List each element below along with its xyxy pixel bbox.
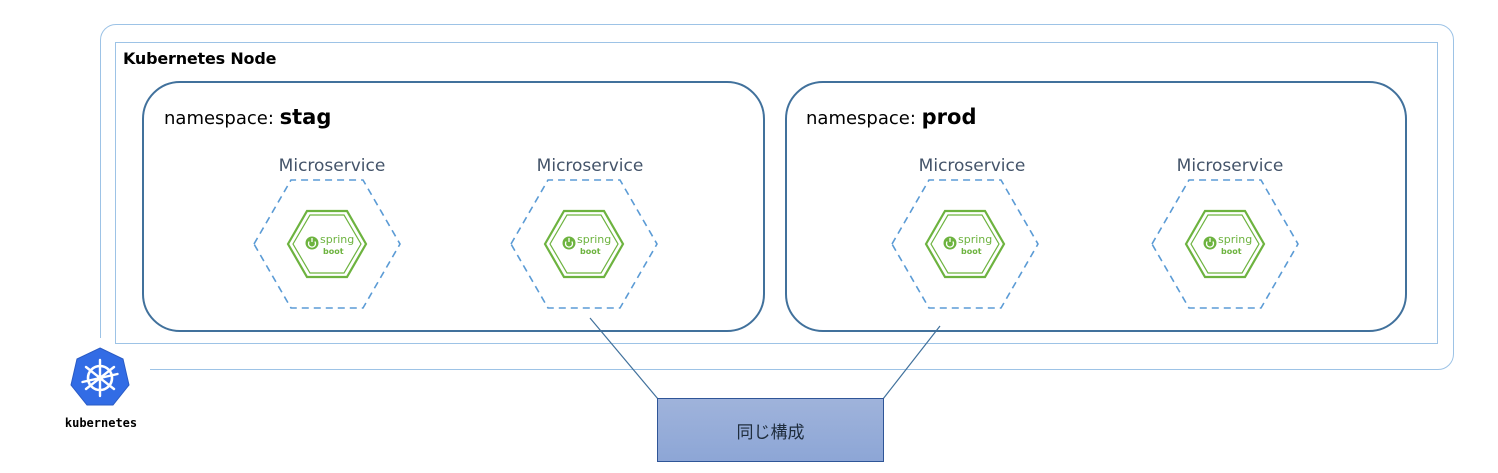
svg-text:spring: spring — [577, 233, 611, 246]
microservice-pod: spring boot — [891, 179, 1039, 309]
pod-dashed-hexagon — [510, 179, 658, 309]
kubernetes-helm-icon — [70, 347, 130, 406]
kubernetes-node-frame — [115, 42, 1438, 344]
namespace-prod-box — [785, 81, 1407, 332]
same-configuration-box: 同じ構成 — [657, 398, 884, 462]
pod-dashed-hexagon — [891, 179, 1039, 309]
microservice-pod: spring boot — [253, 179, 401, 309]
spring-boot-icon: spring boot — [1184, 209, 1266, 279]
svg-text:boot: boot — [323, 247, 344, 256]
namespace-name: prod — [921, 105, 977, 129]
microservice-label: Microservice — [1176, 156, 1284, 176]
microservice-label: Microservice — [278, 156, 386, 176]
connector-line-prod — [882, 325, 941, 400]
svg-text:boot: boot — [1221, 247, 1242, 256]
microservice-pod: spring boot — [510, 179, 658, 309]
svg-text:spring: spring — [1218, 233, 1252, 246]
namespace-prefix: namespace: — [164, 108, 280, 129]
microservice-label: Microservice — [918, 156, 1026, 176]
svg-text:spring: spring — [958, 233, 992, 246]
spring-boot-icon: spring boot — [286, 209, 368, 279]
same-configuration-text: 同じ構成 — [736, 422, 805, 443]
svg-text:boot: boot — [961, 247, 982, 256]
kubernetes-label: kubernetes — [64, 416, 138, 430]
microservice-pod: spring boot — [1151, 179, 1299, 309]
spring-boot-icon: spring boot — [543, 209, 625, 279]
kubernetes-node-title: Kubernetes Node — [123, 49, 277, 68]
pod-dashed-hexagon — [1151, 179, 1299, 309]
svg-text:spring: spring — [320, 233, 354, 246]
namespace-name: stag — [279, 105, 332, 129]
namespace-prefix: namespace: — [806, 108, 922, 129]
svg-text:boot: boot — [580, 247, 601, 256]
microservice-label: Microservice — [536, 156, 644, 176]
namespace-prod-label: namespace: prod — [806, 105, 977, 129]
spring-boot-icon: spring boot — [924, 209, 1006, 279]
namespace-stag-label: namespace: stag — [164, 105, 331, 129]
namespace-stag-box — [142, 81, 765, 332]
connector-line-stag — [589, 317, 659, 400]
pod-dashed-hexagon — [253, 179, 401, 309]
